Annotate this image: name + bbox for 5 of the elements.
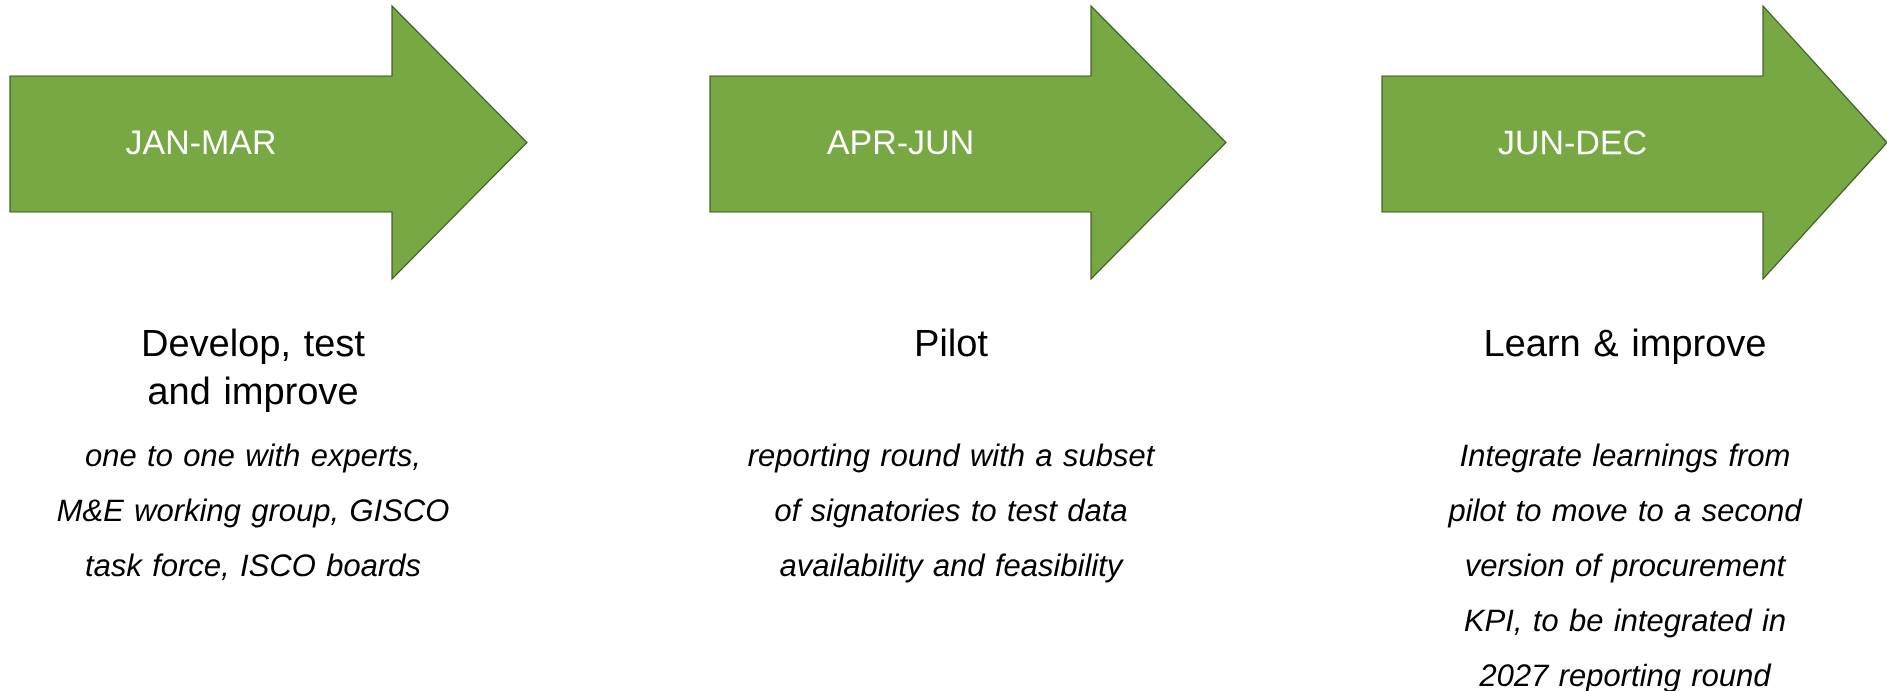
- heading: Pilot: [917, 328, 988, 357]
- heading: Develop, test and improve: [144, 328, 365, 412]
- description: one to one with experts, M&E working group, GISCO task force, ISCO boards: [57, 443, 449, 580]
- heading: Learn & improve: [1486, 328, 1765, 364]
- description: reporting round with a subset of signatories to test data availability and feasibility: [748, 443, 1156, 583]
